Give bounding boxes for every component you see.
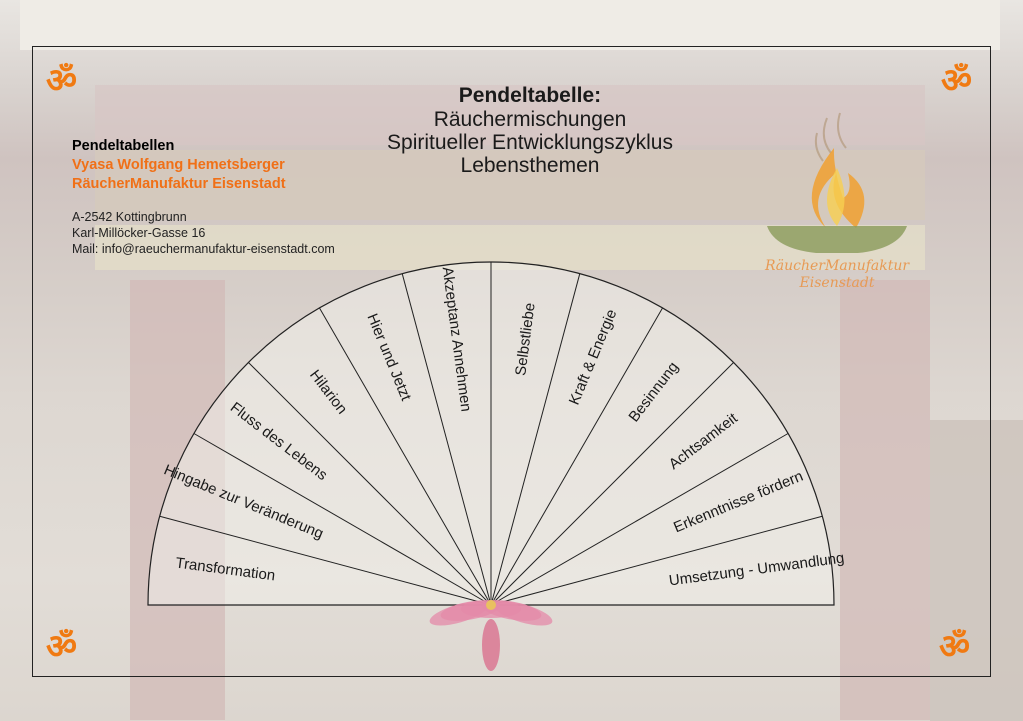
- author-name: Vyasa Wolfgang Hemetsberger: [72, 157, 285, 173]
- flame-bowl-icon: [767, 112, 907, 254]
- address-line: A-2542 Kottingbrunn: [72, 210, 187, 224]
- title-line: Lebensthemen: [460, 154, 600, 177]
- sector-divider: [319, 307, 492, 606]
- company-name: RäucherManufaktur Eisenstadt: [72, 176, 286, 192]
- logo-text: Eisenstadt: [799, 275, 875, 291]
- sector-divider: [490, 307, 663, 606]
- email-line: Mail: info@raeuchermanufaktur-eisenstadt…: [72, 242, 335, 256]
- lotus-center: [486, 600, 496, 610]
- sector-divider: [159, 515, 492, 606]
- sector-divider: [490, 433, 789, 606]
- om-icon: ॐ: [46, 627, 78, 667]
- sector-divider: [490, 273, 581, 606]
- title-heading: Pendeltabelle:: [458, 84, 602, 107]
- sector-divider: [401, 273, 492, 606]
- page-title: Pendeltabelle: Räuchermischungen Spiritu…: [330, 84, 730, 177]
- sector-divider: [248, 362, 492, 606]
- om-icon: ॐ: [46, 61, 78, 101]
- sector-divider: [490, 362, 734, 606]
- author-info: Pendeltabellen Vyasa Wolfgang Hemetsberg…: [72, 137, 335, 257]
- info-label: Pendeltabellen: [72, 138, 175, 154]
- om-icon: ॐ: [939, 627, 971, 667]
- title-line: Räuchermischungen: [433, 108, 627, 131]
- lotus-petal: [482, 619, 500, 671]
- sector-divider: [490, 515, 823, 606]
- logo-text: RäucherManufaktur: [764, 258, 910, 274]
- page-border: [32, 46, 991, 677]
- om-icon: ॐ: [941, 61, 973, 101]
- company-logo: RäucherManufaktur Eisenstadt: [742, 108, 932, 292]
- title-line: Spiritueller Entwicklungszyklus: [387, 131, 673, 154]
- sector-divider: [193, 433, 492, 606]
- address-line: Karl-Millöcker-Gasse 16: [72, 226, 206, 240]
